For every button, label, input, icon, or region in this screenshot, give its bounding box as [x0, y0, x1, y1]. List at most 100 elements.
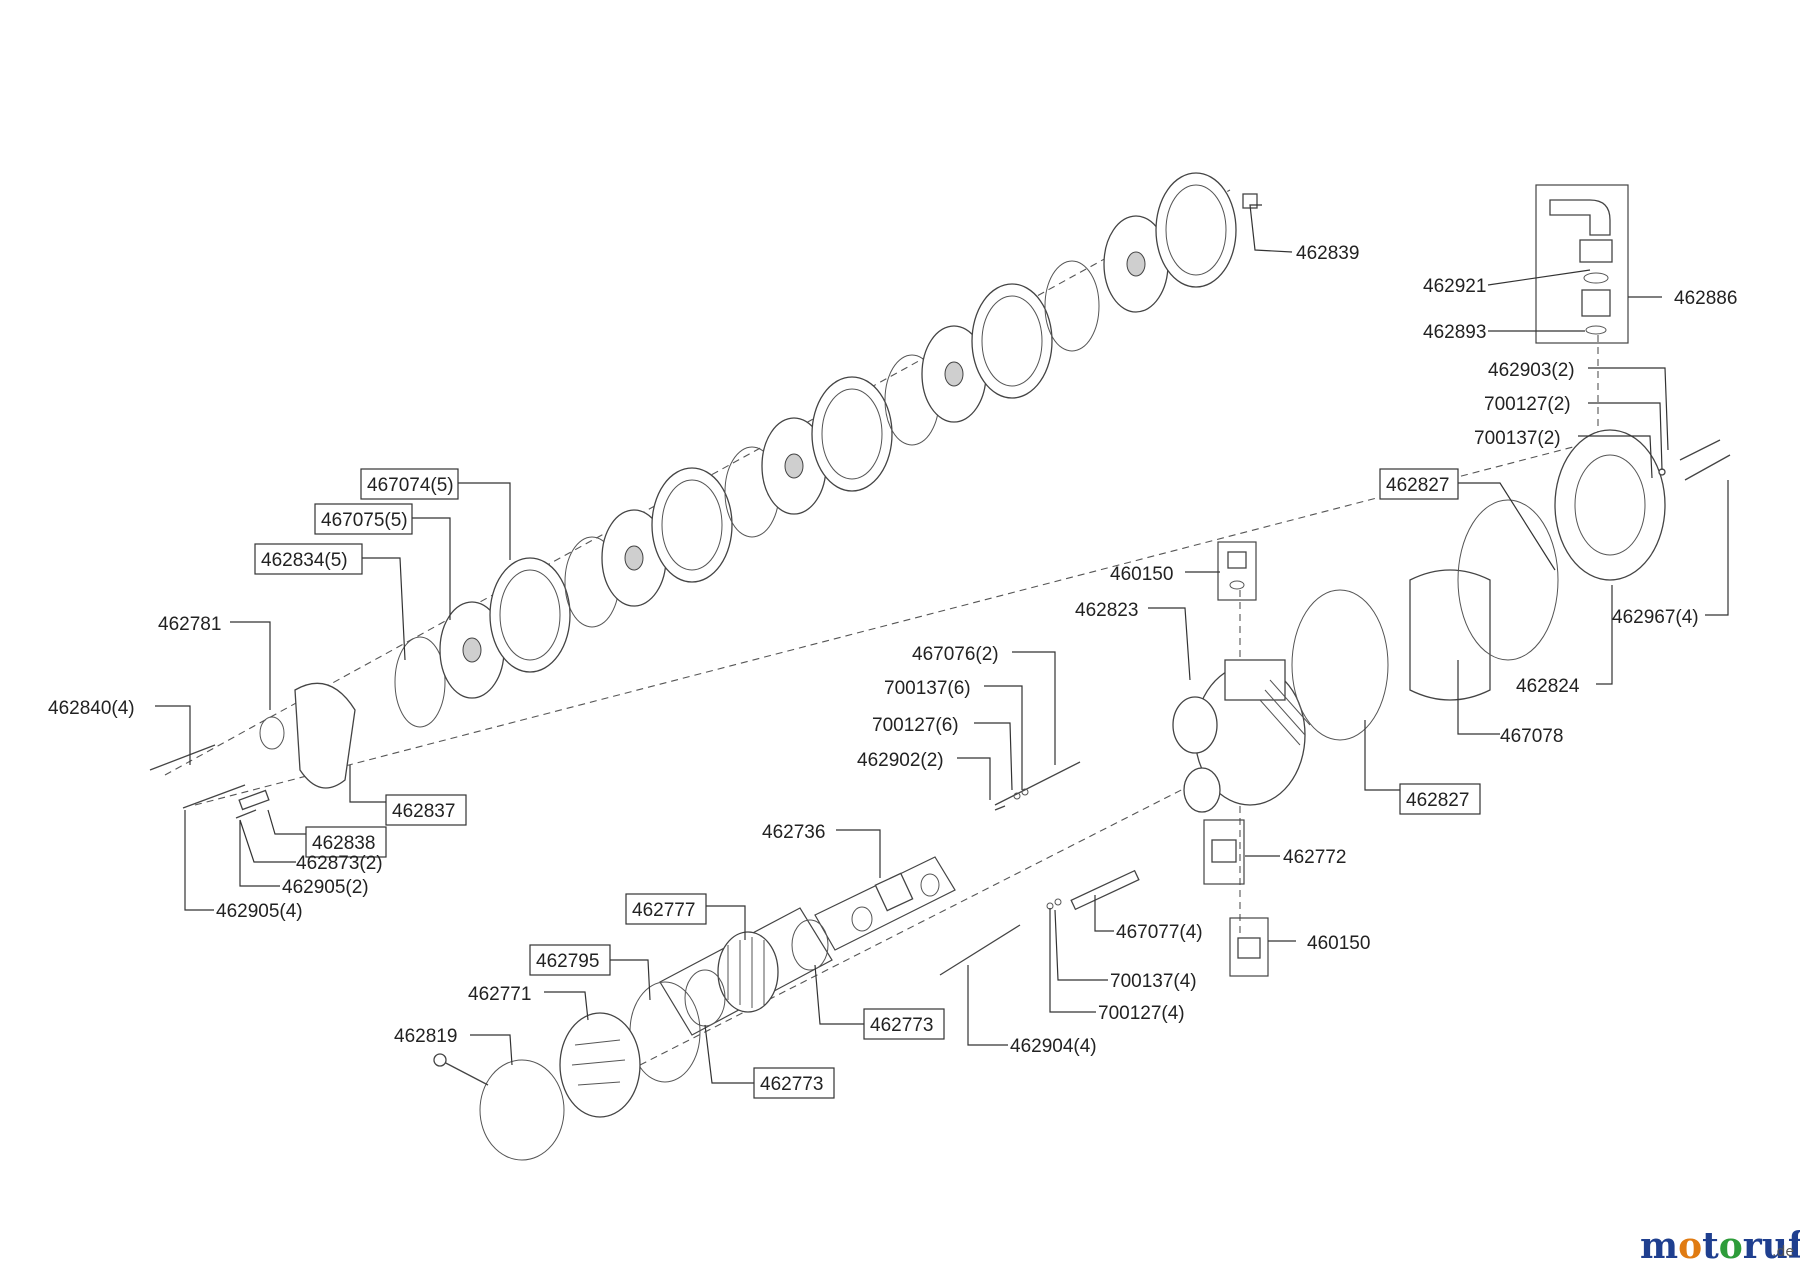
- leader-lines: [155, 204, 1729, 1084]
- label-462781: 462781: [158, 614, 221, 635]
- logo-text: motoruf: [1640, 1225, 1800, 1267]
- svg-text:462840(4): 462840(4): [48, 698, 135, 719]
- label-462902-2: 462902(2): [857, 750, 944, 771]
- svg-text:462839: 462839: [1296, 243, 1359, 264]
- diffuser-inner: [499, 569, 561, 661]
- valve-body: [874, 872, 914, 912]
- label-700127-2: 700127(2): [1484, 394, 1571, 415]
- tie-rod-462904: [939, 924, 1021, 976]
- pump-housing: [1172, 659, 1311, 813]
- end-cover: [294, 682, 356, 789]
- svg-text:462827: 462827: [1386, 475, 1449, 496]
- svg-text:467076(2): 467076(2): [912, 644, 999, 665]
- motoruf-logo: motoruf .de: [1640, 1225, 1800, 1267]
- diffuser: [971, 283, 1053, 399]
- washer: [1021, 788, 1029, 796]
- plug-frame-mid: [1203, 819, 1245, 885]
- lid-grip: [571, 1039, 626, 1086]
- svg-text:462824: 462824: [1516, 676, 1580, 697]
- label-462837: 462837: [385, 794, 467, 826]
- housing-ribs: [1259, 679, 1311, 746]
- housing-port: [1172, 696, 1218, 754]
- svg-text:700127(4): 700127(4): [1098, 1003, 1185, 1024]
- label-462893: 462893: [1423, 322, 1486, 343]
- diffuser-inner: [981, 295, 1043, 387]
- label-462773-b: 462773: [753, 1067, 835, 1099]
- svg-text:462781: 462781: [158, 614, 221, 635]
- svg-text:700137(2): 700137(2): [1474, 428, 1561, 449]
- svg-text:462773: 462773: [760, 1074, 823, 1095]
- label-462903-2: 462903(2): [1488, 360, 1575, 381]
- diffuser-end: [1155, 172, 1237, 288]
- label-700137-4: 700137(4): [1110, 971, 1197, 992]
- union-nut: [1579, 239, 1613, 263]
- svg-text:467077(4): 467077(4): [1116, 922, 1203, 943]
- svg-text:462893: 462893: [1423, 322, 1486, 343]
- label-462736: 462736: [762, 822, 825, 843]
- label-467077-4: 467077(4): [1116, 922, 1203, 943]
- valve-ring: [920, 873, 940, 897]
- o-ring-462827-b: [1457, 499, 1559, 661]
- svg-text:462827: 462827: [1406, 790, 1469, 811]
- hose-elbow: [1549, 199, 1611, 236]
- svg-text:462921: 462921: [1423, 276, 1486, 297]
- motor-housing-462824: [1554, 429, 1666, 581]
- impeller-stack: [394, 172, 1258, 728]
- label-462771: 462771: [468, 984, 531, 1005]
- svg-text:462886: 462886: [1674, 288, 1737, 309]
- o-ring-462921: [1583, 272, 1609, 284]
- screw: [182, 784, 246, 809]
- impeller-hub: [1126, 251, 1146, 277]
- label-462772: 462772: [1283, 847, 1346, 868]
- housing-port-lower: [1183, 767, 1221, 813]
- svg-text:462838: 462838: [312, 833, 375, 854]
- seal-ring: [394, 636, 446, 728]
- diffuser: [489, 557, 571, 673]
- filter-cartridge: [717, 931, 779, 1013]
- svg-text:462967(4): 462967(4): [1612, 607, 1699, 628]
- svg-text:462771: 462771: [468, 984, 531, 1005]
- impeller-hub: [624, 545, 644, 571]
- label-462823: 462823: [1075, 600, 1138, 621]
- svg-text:460150: 460150: [1307, 933, 1370, 954]
- label-462838: 462838: [305, 826, 387, 858]
- label-462777: 462777: [625, 893, 707, 925]
- seal-ring: [1044, 260, 1100, 352]
- svg-text:462834(5): 462834(5): [261, 550, 348, 571]
- upper-assembly-axis: [164, 189, 1231, 776]
- svg-text:462905(2): 462905(2): [282, 877, 369, 898]
- svg-text:462773: 462773: [870, 1015, 933, 1036]
- svg-text:462904(4): 462904(4): [1010, 1036, 1097, 1057]
- label-467078: 467078: [1500, 726, 1563, 747]
- svg-text:460150: 460150: [1110, 564, 1173, 585]
- plug-seal-top: [1229, 580, 1245, 590]
- svg-text:462819: 462819: [394, 1026, 457, 1047]
- svg-text:700137(4): 700137(4): [1110, 971, 1197, 992]
- svg-text:462772: 462772: [1283, 847, 1346, 868]
- label-700137-6: 700137(6): [884, 678, 971, 699]
- impeller-hub: [944, 361, 964, 387]
- tie-rod-467076: [994, 761, 1081, 806]
- screw: [235, 809, 257, 819]
- svg-text:462903(2): 462903(2): [1488, 360, 1575, 381]
- lower-assembly-axis: [194, 439, 1601, 806]
- label-462834-5: 462834(5): [254, 543, 363, 575]
- plug-bot: [1237, 937, 1261, 959]
- label-462827-top: 462827: [1379, 468, 1459, 500]
- label-462967-4: 462967(4): [1612, 607, 1699, 628]
- svg-text:467074(5): 467074(5): [367, 475, 454, 496]
- label-462827-mid: 462827: [1399, 783, 1481, 815]
- label-460150-bot: 460150: [1307, 933, 1370, 954]
- label-462824: 462824: [1516, 676, 1580, 697]
- pin: [994, 805, 1006, 811]
- label-462905-2: 462905(2): [282, 877, 369, 898]
- svg-text:462795: 462795: [536, 951, 599, 972]
- o-ring: [259, 716, 285, 750]
- filter-lid: [559, 1012, 641, 1118]
- valve-seal: [851, 906, 873, 932]
- svg-text:462905(4): 462905(4): [216, 901, 303, 922]
- svg-text:467078: 467078: [1500, 726, 1563, 747]
- svg-text:700137(6): 700137(6): [884, 678, 971, 699]
